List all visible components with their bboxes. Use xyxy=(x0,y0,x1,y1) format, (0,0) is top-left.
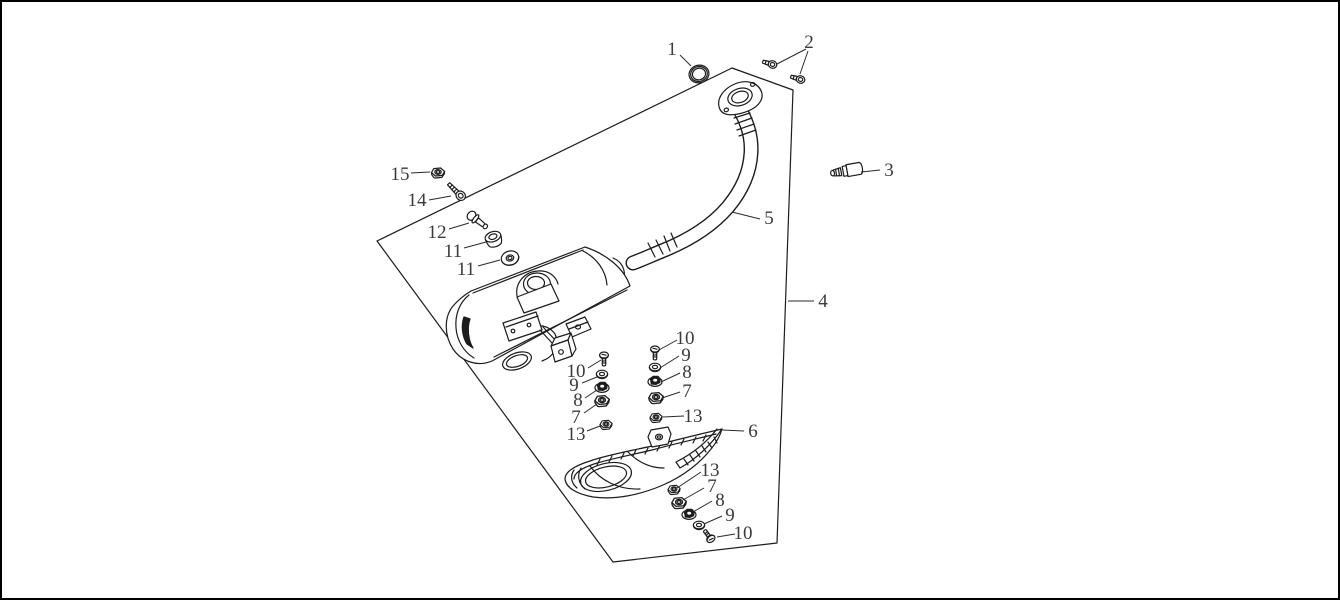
bushing-part-11-upper xyxy=(484,230,503,248)
leader-lower-7 xyxy=(682,487,705,501)
leader-part-12 xyxy=(448,222,470,230)
callout-lower-10: 10 xyxy=(734,523,753,544)
leader-lines xyxy=(410,48,881,538)
leader-part-6 xyxy=(721,429,745,432)
screw-part-10-left xyxy=(598,351,610,367)
leader-left-7 xyxy=(583,403,598,414)
callout-right-10: 10 xyxy=(676,328,695,349)
callout-right-13: 13 xyxy=(684,406,703,427)
pipe-flange xyxy=(718,81,763,116)
muffler-end-weld xyxy=(582,250,608,286)
diagram-line-art xyxy=(376,57,864,563)
callout-labels: 1 2 3 4 5 6 15 14 12 11 11 10 9 8 7 13 1… xyxy=(391,32,894,544)
heat-shield-part xyxy=(564,426,723,499)
boss-recess xyxy=(516,270,559,297)
callout-part-1: 1 xyxy=(667,39,677,60)
leader-right-8 xyxy=(660,372,681,383)
leader-right-13 xyxy=(662,415,685,418)
leader-right-7 xyxy=(661,391,681,399)
washer-part-9-lower xyxy=(692,520,706,531)
callout-part-3: 3 xyxy=(884,160,894,181)
leader-left-8 xyxy=(584,389,598,399)
heat-shield-tail xyxy=(675,428,723,469)
leader-lower-8 xyxy=(692,500,713,513)
rubber-mount-part-12 xyxy=(466,210,489,230)
endcap-slot xyxy=(461,316,474,349)
leader-part-15 xyxy=(410,171,431,174)
flange-nut-part-8-lower xyxy=(681,508,697,521)
callout-part-5: 5 xyxy=(764,208,774,229)
leader-part-11-lower xyxy=(477,259,501,267)
muffler-bottom-seam xyxy=(493,289,628,358)
callout-left-7: 7 xyxy=(571,407,581,428)
callout-part-12: 12 xyxy=(428,222,447,243)
leader-part-1 xyxy=(679,54,692,67)
callout-lower-8: 8 xyxy=(715,490,725,511)
leader-part-11-upper xyxy=(463,241,487,249)
screw-part-10-right xyxy=(649,345,661,361)
washer-part-9-left xyxy=(595,369,609,380)
callout-part-15: 15 xyxy=(391,164,410,185)
callout-left-10: 10 xyxy=(567,361,586,382)
callout-part-2: 2 xyxy=(804,32,814,53)
leader-lower-9 xyxy=(703,515,723,525)
leader-part-14 xyxy=(428,195,452,201)
callout-lower-13: 13 xyxy=(701,460,720,481)
left-bracket xyxy=(502,311,557,345)
endcap-rim xyxy=(455,294,475,359)
flange-bolt-part-b xyxy=(789,72,807,85)
leader-part-2b xyxy=(799,50,809,75)
callout-right-7: 7 xyxy=(682,381,692,402)
callout-left-13: 13 xyxy=(567,424,586,445)
assembly-boundary-outline xyxy=(376,67,794,563)
callout-right-9: 9 xyxy=(681,345,691,366)
leader-left-13 xyxy=(586,425,601,432)
leader-lower-13 xyxy=(676,471,702,489)
leader-right-9 xyxy=(659,355,680,369)
callout-lower-9: 9 xyxy=(725,505,735,526)
callout-left-8: 8 xyxy=(573,390,583,411)
heat-shield-tab xyxy=(647,426,672,448)
callout-lower-7: 7 xyxy=(707,476,717,497)
callout-part-14: 14 xyxy=(408,190,428,211)
gasket-ring-part xyxy=(688,64,710,84)
callout-part-6: 6 xyxy=(748,421,758,442)
callout-part-4: 4 xyxy=(818,291,828,312)
flange-nut-part-8-left xyxy=(594,381,610,393)
washer-part-11-lower xyxy=(500,250,520,266)
nut-part-13-right xyxy=(649,412,663,424)
muffler-body-part xyxy=(445,246,631,371)
leader-left-9 xyxy=(581,376,598,384)
washer-part-9-right xyxy=(648,362,662,373)
leader-part-2a xyxy=(776,48,807,65)
nut-part-15 xyxy=(430,167,446,179)
heat-shield-hatch xyxy=(596,434,707,466)
flange-nut-part-8-right xyxy=(647,375,663,387)
bolt-part-14 xyxy=(446,182,467,202)
callout-part-11-upper: 11 xyxy=(444,241,462,262)
leader-part-5 xyxy=(731,211,761,220)
pipe-rib-lines xyxy=(647,112,757,258)
boss-plate xyxy=(516,283,560,314)
flange-bolt-part-a xyxy=(761,57,779,70)
nut-part-7-left xyxy=(594,394,610,408)
leader-part-3 xyxy=(860,169,881,173)
leader-right-10 xyxy=(658,339,678,351)
nut-part-7-right xyxy=(648,391,664,405)
muffler-top-seam xyxy=(472,249,584,294)
callout-part-11-lower: 11 xyxy=(457,259,475,280)
callout-right-8: 8 xyxy=(682,362,692,383)
nut-part-13-left xyxy=(599,419,613,431)
callout-left-9: 9 xyxy=(569,375,579,396)
leader-lower-10 xyxy=(716,533,736,538)
mid-bracket xyxy=(565,316,592,338)
hanger-block xyxy=(550,332,577,363)
leader-left-10 xyxy=(587,359,602,369)
exhaust-header-pipe-part xyxy=(606,102,759,282)
screw-part-10-lower xyxy=(700,527,717,545)
exhaust-tip xyxy=(502,351,532,371)
sensor-plug-part xyxy=(830,161,864,178)
